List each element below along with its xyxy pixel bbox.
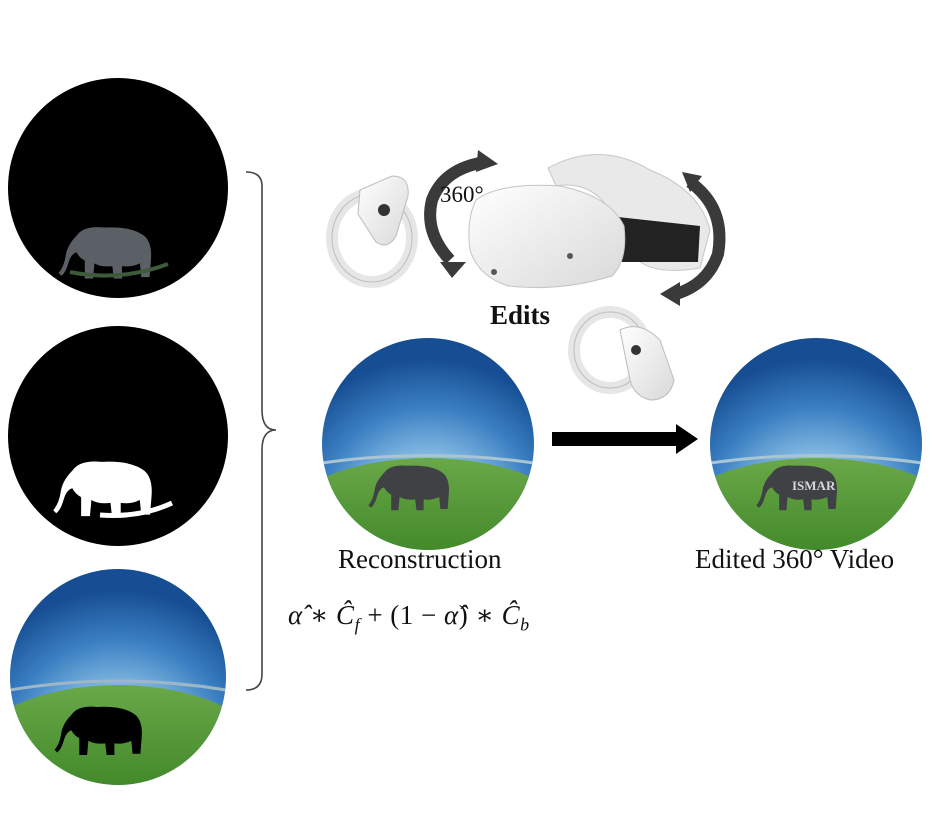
rotate-arrow-icon (424, 150, 498, 278)
edited-video-circle (710, 338, 922, 550)
brace (245, 171, 277, 691)
foreground-layer-circle (8, 78, 228, 298)
formula-op3: ) ∗ (458, 600, 502, 630)
vr-controller-icon (568, 306, 675, 401)
vr-controller-icon (326, 175, 418, 288)
background-layer-circle (10, 569, 226, 785)
vr-headset-icon (468, 154, 711, 289)
formula-sub-f: f (354, 614, 361, 635)
reconstruction-circle (322, 338, 534, 550)
formula-sub-b: b (520, 614, 530, 635)
rotate-arrow-icon (660, 172, 726, 306)
formula-op2: + (1 − (360, 600, 445, 630)
reconstruction-caption: Reconstruction (338, 544, 502, 574)
formula-cb: Ĉ (501, 600, 521, 630)
edited-video-caption: Edited 360° Video (695, 544, 895, 574)
alpha-mask-circle (8, 326, 228, 546)
angle-label: 360° (440, 182, 484, 207)
watermark-text: ISMAR (792, 478, 836, 493)
formula-op1: ∗ (302, 600, 337, 630)
right-arrow-icon (552, 424, 698, 454)
formula-cf: Ĉ (336, 600, 355, 630)
reconstruction-formula: α̂ ∗ Ĉf + (1 − α̂) ∗ Ĉb (288, 600, 530, 635)
formula-alpha2: α̂ (444, 600, 459, 630)
formula-alpha: α̂ (288, 600, 303, 630)
edits-label: Edits (490, 300, 551, 330)
